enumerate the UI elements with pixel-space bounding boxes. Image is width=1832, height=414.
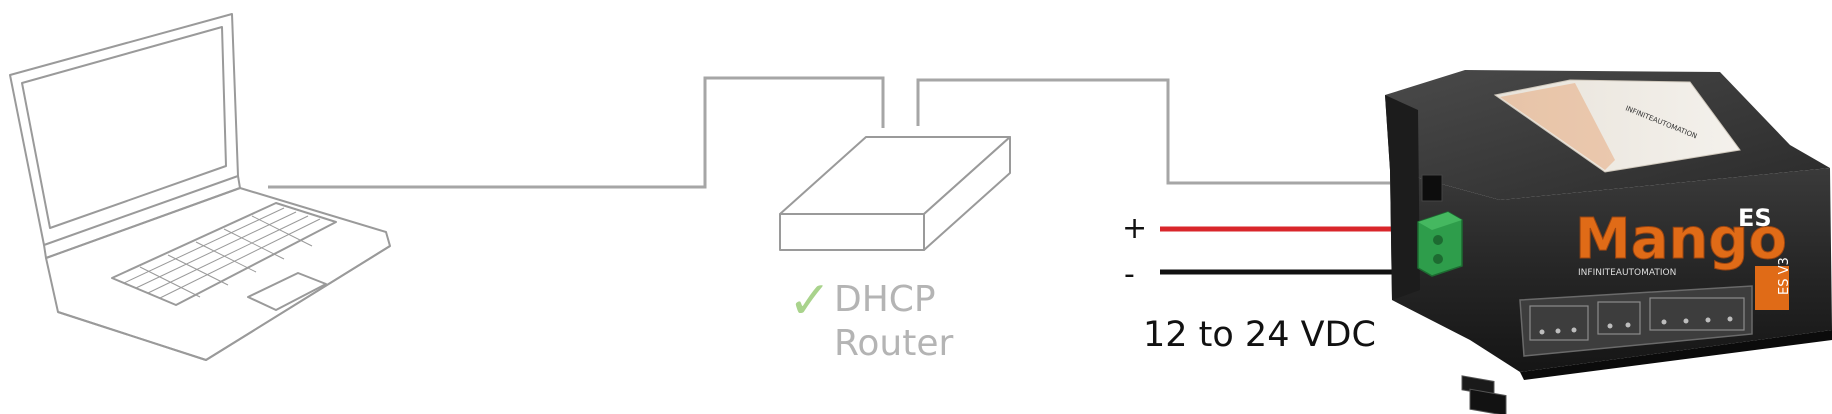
device-maker: INFINITEAUTOMATION (1578, 268, 1676, 278)
device-brand: Mango (1575, 207, 1787, 272)
router-label-line2: Router (834, 323, 954, 364)
mango-es-device-icon: INFINITEAUTOMATION Mango ES INFINITEAUTO… (1385, 70, 1832, 414)
device-side-tag: ES V3 (1755, 257, 1792, 310)
power-terminal-block (1417, 211, 1463, 277)
positive-symbol: + (1122, 211, 1147, 246)
cable-laptop-to-router (268, 76, 885, 189)
cable-router-to-device (916, 78, 1390, 185)
check-icon: ✓ (788, 271, 832, 331)
router-label-line1: DHCP (834, 279, 936, 320)
router-icon (779, 136, 1011, 251)
power-wires: + - 12 to 24 VDC (1122, 211, 1440, 355)
device-brand-suffix: ES (1738, 204, 1772, 232)
power-voltage-label: 12 to 24 VDC (1143, 315, 1376, 355)
laptop-icon (9, 13, 391, 361)
ethernet-cables (268, 76, 1390, 189)
negative-symbol: - (1124, 257, 1135, 292)
svg-text:ES V3: ES V3 (1777, 257, 1792, 295)
router-label: ✓ DHCP Router (788, 271, 954, 364)
